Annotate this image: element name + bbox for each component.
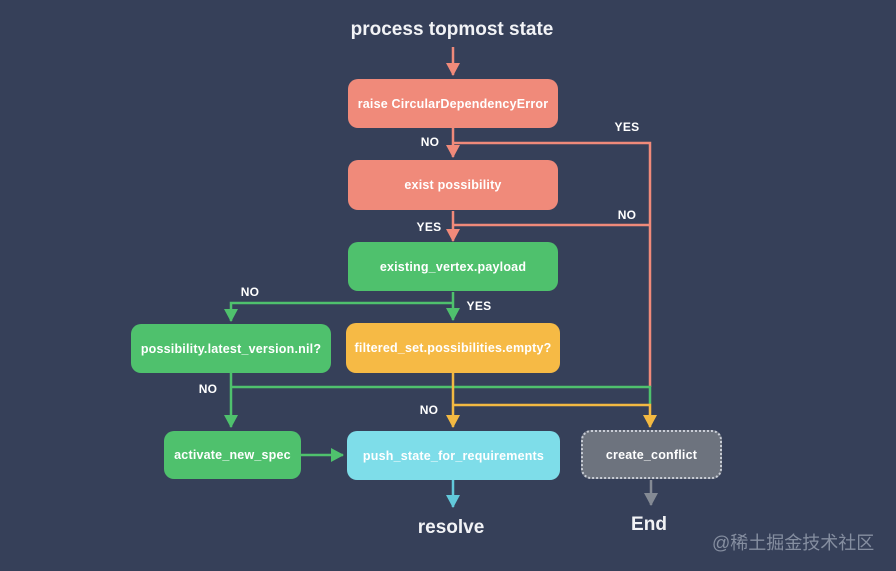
edge-filtered-yes-right <box>453 403 657 428</box>
label-filtered-no: NO <box>419 403 439 417</box>
node-existing-vertex-payload: existing_vertex.payload <box>348 242 558 291</box>
edge-raise-yes-right <box>453 141 652 387</box>
label-raise-no: NO <box>420 135 440 149</box>
node-create-conflict: create_conflict <box>581 430 722 479</box>
label-vertex-no: NO <box>240 285 260 299</box>
terminal-resolve: resolve <box>417 517 485 538</box>
terminal-end: End <box>631 514 667 535</box>
node-filtered-set-possibilities-empty: filtered_set.possibilities.empty? <box>346 323 560 373</box>
node-possibility-latest-version-nil: possibility.latest_version.nil? <box>131 324 331 373</box>
node-push-state-for-requirements: push_state_for_requirements <box>347 431 560 480</box>
label-vertex-yes: YES <box>466 299 492 313</box>
label-exist-no: NO <box>617 208 637 222</box>
flow-title: process topmost state <box>350 19 554 40</box>
node-raise-circular-dependency-error: raise CircularDependencyError <box>348 79 558 128</box>
edge-possibility-yes-right <box>231 385 652 404</box>
label-possibility-no: NO <box>198 382 218 396</box>
watermark: @稀土掘金技术社区 <box>712 533 875 553</box>
label-exist-yes: YES <box>416 220 442 234</box>
edge-vertex-no-left <box>224 301 453 322</box>
node-activate-new-spec: activate_new_spec <box>164 431 301 479</box>
label-raise-yes: YES <box>614 120 640 134</box>
node-exist-possibility: exist possibility <box>348 160 558 210</box>
